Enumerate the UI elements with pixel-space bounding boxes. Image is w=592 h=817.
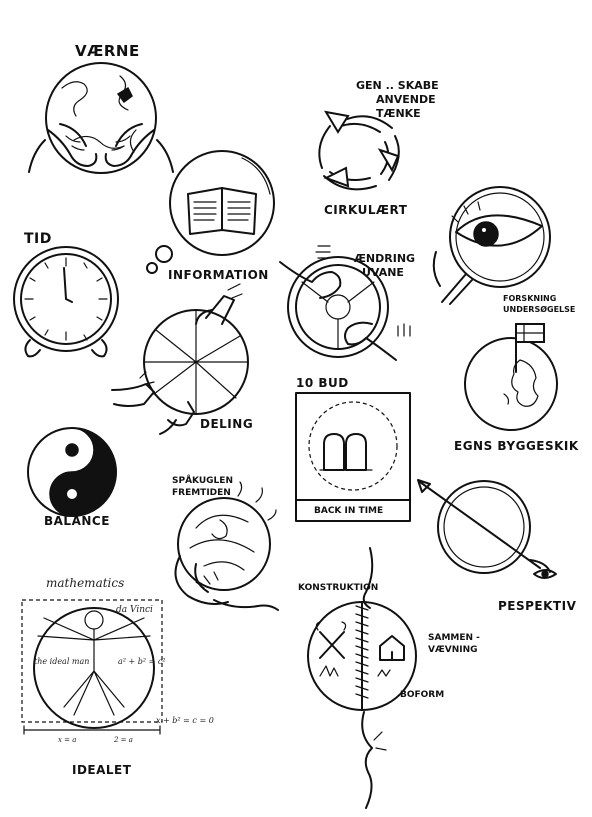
label-egns: EGNS BYGGESKIK — [454, 439, 579, 453]
label-spaakuglen-2: FREMTIDEN — [172, 488, 231, 498]
label-gen-1: GEN .. SKABE — [356, 79, 439, 92]
crystal-ball-hands-icon — [174, 481, 279, 611]
label-forskning-1: FORSKNING — [503, 294, 556, 303]
vitruvian-width-left: x = a — [58, 736, 76, 744]
label-back-in-time: BACK IN TIME — [314, 506, 383, 516]
label-konstruktion: KONSTRUKTION — [298, 583, 378, 593]
label-information: INFORMATION — [168, 268, 269, 282]
vitruvian-ideal-man: the ideal man — [34, 657, 89, 666]
steering-wheel-hands-icon — [279, 245, 411, 361]
label-idealet: IDEALET — [72, 763, 132, 777]
vitruvian-mathematics: mathematics — [46, 576, 124, 590]
label-deling: DELING — [200, 417, 253, 431]
vitruvian-width-right: 2 = a — [113, 736, 133, 744]
globe-in-hands-icon — [28, 62, 174, 174]
label-gen-3: TÆNKE — [376, 107, 421, 120]
vitruvian-da-vinci: da Vinci — [116, 605, 153, 615]
label-sammen-1: SAMMEN - — [428, 633, 480, 643]
open-book-thought-bubble-icon — [146, 150, 275, 274]
perspective-lens-icon — [417, 479, 557, 579]
cycle-arrows-icon — [318, 110, 400, 191]
label-aendring-1: ÆNDRING — [354, 252, 415, 265]
vitruvian-pythagoras: a² + b² = c² — [118, 657, 166, 666]
label-boform: BOFORM — [400, 690, 444, 700]
label-sammen-2: VÆVNING — [428, 645, 478, 655]
yin-yang-icon — [27, 427, 117, 517]
label-tid: TID — [24, 231, 52, 247]
label-vaerne: VÆRNE — [75, 42, 140, 60]
label-gen-2: ANVENDE — [376, 93, 436, 106]
vitruvian-man-icon — [21, 599, 163, 735]
magnifier-eye-icon — [432, 186, 551, 305]
label-aendring-2: UVANE — [362, 266, 404, 279]
label-forskning-2: UNDERSØGELSE — [503, 304, 575, 314]
vitruvian-equation: x + b² = c = 0 — [156, 716, 214, 725]
pie-sharing-hands-icon — [111, 283, 249, 435]
label-ti-bud: 10 BUD — [296, 376, 349, 390]
label-spaakuglen-1: SPÅKUGLEN — [172, 475, 233, 486]
stone-tablets-frame-icon — [295, 392, 411, 522]
stitched-globe-icon — [307, 547, 417, 809]
flag-map-globe-icon — [464, 323, 558, 431]
alarm-clock-icon — [13, 246, 119, 358]
label-pespektiv: PESPEKTIV — [498, 599, 577, 613]
label-cirkulaert: CIRKULÆRT — [324, 203, 408, 217]
label-balance: BALANCE — [44, 514, 110, 528]
